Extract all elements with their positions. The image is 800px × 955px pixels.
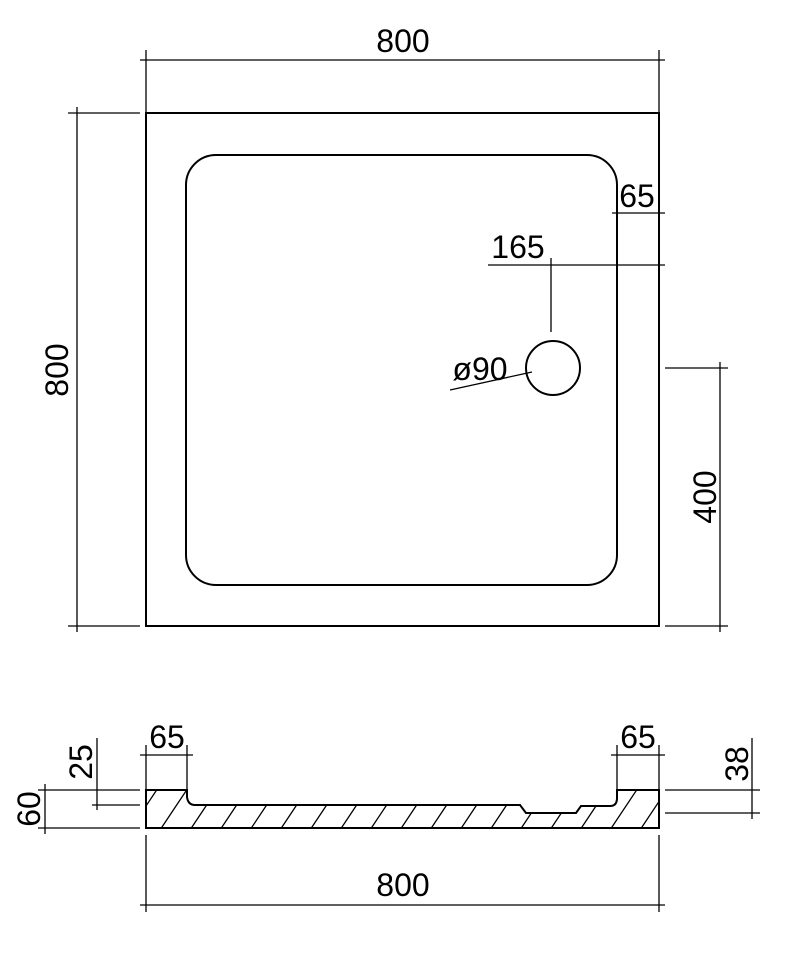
section-view: 60 25 65 65 38 800 (11, 719, 760, 912)
dim-drain-offset: 165 (488, 229, 665, 332)
section-hatching (146, 785, 730, 830)
hatch-line (309, 790, 341, 828)
dim-label: 165 (491, 229, 544, 265)
hatch-line (279, 790, 311, 828)
hatch-line (219, 790, 251, 828)
hatch-line (489, 790, 521, 828)
hatch-line (249, 790, 281, 828)
hatch-line (670, 785, 700, 830)
dim-label: 800 (376, 867, 429, 903)
hatch-line (459, 790, 491, 828)
dim-rim-width: 65 (612, 178, 665, 270)
dim-label: 65 (620, 719, 656, 755)
drain-hole (525, 340, 581, 396)
hatch-line (146, 790, 161, 828)
tray-basin (185, 154, 618, 586)
dim-label: 38 (719, 746, 755, 782)
hatch-line (399, 790, 431, 828)
hatch-line (639, 790, 659, 828)
hatch-line (579, 790, 611, 828)
tray-outline (145, 112, 660, 627)
dim-drain-diameter: ø90 (449, 351, 533, 391)
hatch-line (339, 790, 371, 828)
hatch-line (519, 790, 551, 828)
dim-section-width: 800 (140, 835, 665, 912)
dim-plan-depth: 800 (39, 107, 140, 632)
dim-recess-depth: 25 (63, 738, 140, 810)
dim-label: 65 (619, 178, 655, 214)
dim-label: 800 (39, 343, 75, 396)
section-outline (145, 789, 660, 829)
dim-label: 800 (376, 23, 429, 59)
hatch-line (429, 790, 461, 828)
hatch-line (549, 790, 581, 828)
plan-view: 800 800 65 165 ø90 400 (39, 23, 728, 632)
dim-right-rim: 65 (611, 719, 665, 790)
hatch-line (159, 790, 191, 828)
dim-drain-position: 400 (665, 362, 728, 632)
dim-label: 65 (149, 719, 185, 755)
hatch-line (700, 785, 730, 830)
dim-left-rim: 65 (140, 719, 193, 790)
dim-drain-height: 38 (665, 738, 760, 819)
dim-label: 400 (687, 470, 723, 523)
hatch-line (369, 790, 401, 828)
dim-plan-width: 800 (140, 23, 665, 113)
dim-label: ø90 (452, 351, 507, 387)
dim-label: 25 (63, 744, 99, 780)
hatch-line (609, 790, 641, 828)
dim-total-height: 60 (11, 784, 140, 834)
hatch-line (189, 790, 221, 828)
dim-label: 60 (11, 791, 47, 827)
